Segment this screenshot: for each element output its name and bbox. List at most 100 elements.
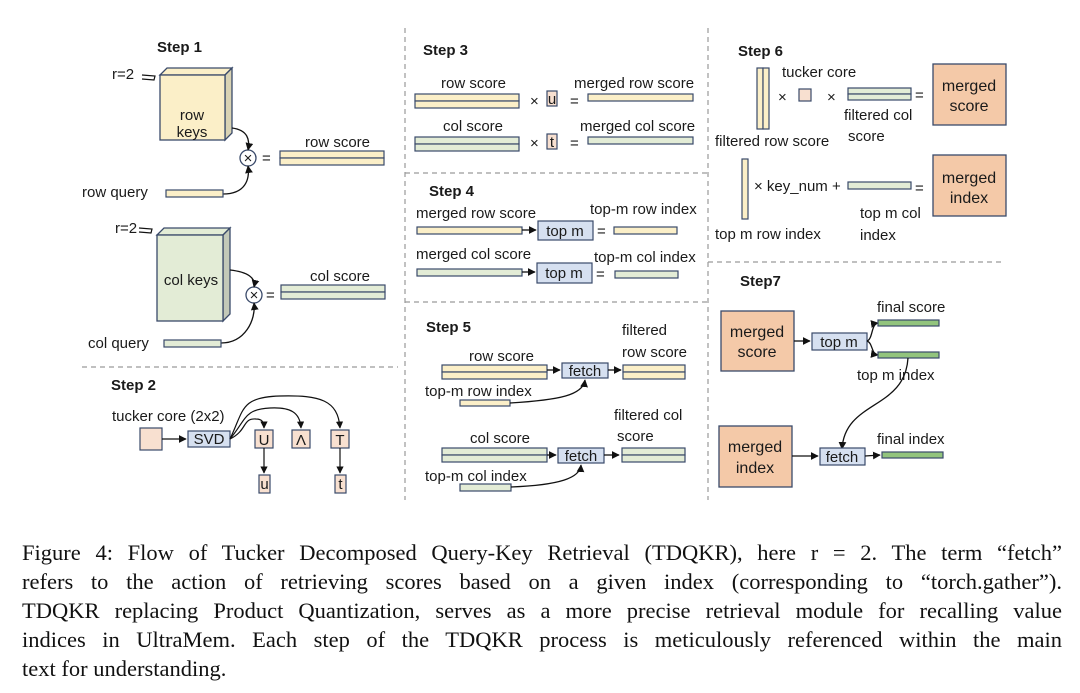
caption-line-3: TDQKR replacing Product Quantization, se…	[22, 598, 1062, 623]
row-score-vector-1	[279, 150, 385, 159]
lambda-label: Λ	[296, 432, 306, 449]
row-keys-label-1: row	[180, 107, 204, 124]
col-score-label: col score	[310, 268, 370, 285]
col-keys-arrow	[229, 269, 260, 288]
T-label: T	[335, 432, 344, 449]
step7-index-to-fetch-arrow	[838, 357, 909, 450]
step5-row-index-to-fetch-arrow	[509, 379, 588, 404]
step6-merged-index-box	[932, 154, 1007, 217]
panel-dividers	[82, 28, 1005, 500]
merged-row-score-label: merged row score	[574, 75, 694, 92]
row-query-vector	[165, 189, 224, 198]
merged-col-score-label: merged col score	[580, 118, 695, 135]
step6-merged-index-label-2: index	[950, 190, 988, 207]
step5-top-m-col-index-vector	[459, 483, 512, 492]
step5-top-m-row-index-label: top-m row index	[425, 383, 532, 400]
step6-merged-score-label-2: score	[949, 98, 988, 115]
row-keys-top-face	[158, 67, 234, 76]
final-score-vector	[877, 319, 940, 327]
step7-merged-score-box	[720, 310, 795, 372]
step5-row-score-vector-2	[441, 371, 548, 380]
step7-merged-index-label-2: index	[736, 460, 774, 477]
row-r-label: r=2	[112, 66, 134, 83]
row-keys-label-2: keys	[177, 124, 208, 141]
step7-topm-to-index-arrow	[866, 340, 879, 358]
tucker-core-square	[139, 427, 163, 451]
svd-to-T-arrow	[229, 395, 344, 440]
t-box	[334, 474, 347, 494]
row-keys-side-face	[224, 66, 233, 142]
row-multiply-glyph: ×	[244, 150, 253, 167]
step3-u-label: u	[548, 91, 556, 108]
col-keys-block	[156, 234, 224, 322]
top-m-row-index-label: top-m row index	[590, 201, 697, 218]
svd-label: SVD	[194, 431, 225, 448]
step5-top-m-col-index-label: top-m col index	[425, 468, 527, 485]
step5-top-m-row-index-vector	[459, 399, 511, 407]
col-keys-top-face	[155, 227, 232, 236]
filtered-col-score-label-2: score	[617, 428, 654, 445]
step6-filtered-col-label-1: filtered col	[844, 107, 912, 124]
step7-top-m-label: top m	[820, 334, 858, 351]
u-label: u	[260, 476, 268, 493]
step5-panel: Step 5 row score fetch filtered row scor…	[425, 319, 687, 492]
filtered-row-score-vector-1	[622, 364, 686, 373]
row-query-arrow	[222, 165, 253, 195]
step7-merged-score-label-2: score	[737, 344, 776, 361]
u-box	[258, 474, 271, 494]
filtered-col-score-vector-1	[621, 447, 686, 456]
step6-tucker-core-square	[798, 88, 812, 102]
top-m-col-index-label: top-m col index	[594, 249, 696, 266]
filtered-row-score-column-1	[756, 67, 764, 130]
top-m-row-index-vector	[613, 226, 678, 235]
step6-title: Step 6	[738, 43, 783, 60]
step7-topm-to-final-score-arrow	[866, 320, 879, 342]
step2-title: Step 2	[111, 377, 156, 394]
r-brace-icon	[141, 74, 156, 81]
step6-top-m-col-index-label-2: index	[860, 227, 896, 244]
step4-merged-col-score-label: merged col score	[416, 246, 531, 263]
step3-col-times: ×	[530, 135, 539, 152]
col-r-label: r=2	[115, 220, 137, 237]
step3-row-score-label: row score	[441, 75, 506, 92]
step6-times-2: ×	[827, 89, 836, 106]
step6-tucker-core-label: tucker core	[782, 64, 856, 81]
row-score-label: row score	[305, 134, 370, 151]
step5-col-score-vector-2	[441, 454, 548, 463]
col-score-vector-1	[280, 284, 386, 293]
final-index-vector	[881, 451, 944, 459]
step1-title: Step 1	[157, 39, 202, 56]
step6-top-m-col-index-label-1: top m col	[860, 205, 921, 222]
filtered-col-score-label-1: filtered col	[614, 407, 682, 424]
step3-row-equals: =	[570, 93, 579, 110]
step6-top-m-row-index-label: top m row index	[715, 226, 821, 243]
tdqkr-flow-diagram: Step 1 r=2 row keys × = row query row sc…	[82, 28, 1007, 500]
step1-panel: Step 1 r=2 row keys × = row query row sc…	[82, 39, 386, 352]
step5-col-fetch-label: fetch	[565, 448, 598, 465]
step5-row-score-label: row score	[469, 348, 534, 365]
step4-title: Step 4	[429, 183, 475, 200]
step6-key-num-label: × key_num +	[754, 178, 841, 195]
step4-panel: Step 4 merged row score top m = top-m ro…	[416, 183, 697, 284]
col-multiply-glyph: ×	[250, 287, 259, 304]
step5-row-score-vector-1	[441, 364, 548, 373]
step7-merged-index-box	[718, 425, 793, 488]
lambda-box	[291, 429, 311, 449]
step4-col-equals: =	[596, 266, 605, 283]
step6-filtered-row-score-label: filtered row score	[715, 133, 829, 150]
step6-filtered-col-vector-2	[847, 93, 912, 101]
step3-col-score-vector-1	[414, 136, 520, 145]
filtered-row-score-label-1: filtered	[622, 322, 667, 339]
step7-merged-index-label-1: merged	[728, 439, 782, 456]
t-label: t	[338, 476, 343, 493]
step7-title: Step7	[740, 273, 781, 290]
step5-title: Step 5	[426, 319, 471, 336]
step7-fetch-to-final-index-arrow	[864, 451, 881, 460]
step4-col-top-m-box	[536, 262, 593, 284]
step4-row-top-m-label: top m	[546, 223, 584, 240]
step6-equals-2: =	[915, 180, 924, 197]
step3-col-equals: =	[570, 135, 579, 152]
step3-panel: Step 3 row score × u = merged row score …	[414, 42, 695, 152]
top-m-row-index-column	[741, 158, 749, 220]
step4-merged-row-score-vector	[416, 226, 523, 235]
